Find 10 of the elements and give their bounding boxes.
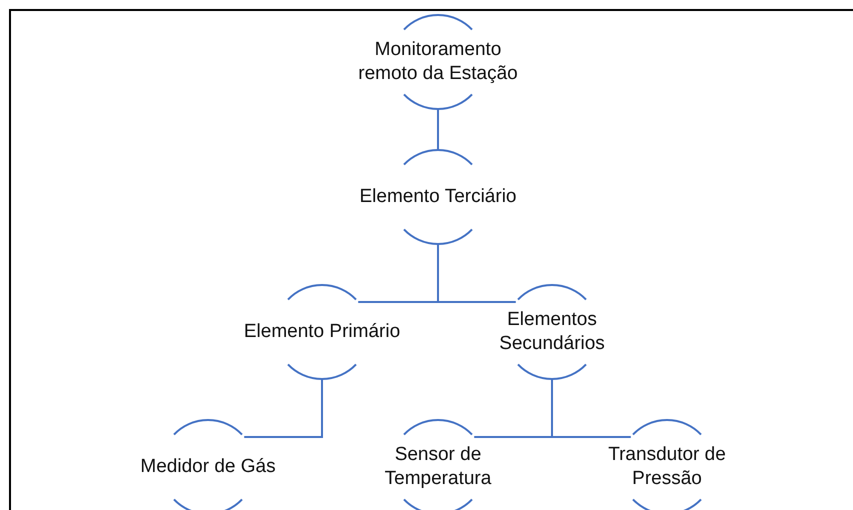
node-label: Monitoramento remoto da Estação xyxy=(357,38,519,86)
connector-line xyxy=(551,379,631,438)
node-label: Sensor de Temperatura xyxy=(384,443,492,491)
node-label: Elemento Primário xyxy=(242,320,402,344)
connector-line xyxy=(244,379,323,438)
node-label: Transdutor de Pressão xyxy=(607,443,727,491)
node-label: Elemento Terciário xyxy=(358,185,518,209)
node-label: Medidor de Gás xyxy=(139,455,277,479)
connector-line xyxy=(437,109,439,150)
node-label: Elementos Secundários xyxy=(498,308,606,356)
